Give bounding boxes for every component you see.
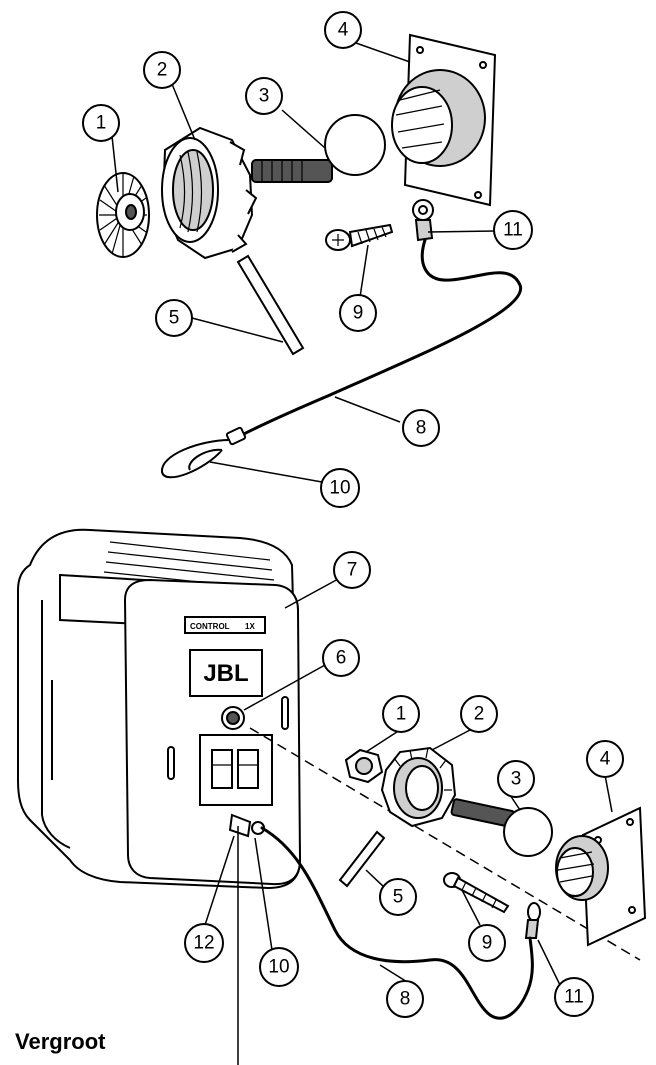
wall-plate-part [391,33,497,207]
cabinet-socket-part [221,706,245,730]
svg-text:3: 3 [511,769,522,790]
nut-part-bottom [344,748,384,784]
svg-text:8: 8 [400,989,411,1010]
svg-text:1: 1 [96,113,107,134]
svg-text:7: 7 [347,560,358,581]
callout-top-1: 1 [82,104,120,142]
ball-stud-part [251,114,386,183]
svg-text:11: 11 [564,987,584,1008]
svg-text:10: 10 [268,957,289,978]
callout-bottom-5: 5 [379,878,417,916]
svg-text:9: 9 [353,303,364,324]
svg-text:4: 4 [600,749,611,770]
svg-text:3: 3 [259,86,270,107]
svg-text:9: 9 [482,933,493,954]
callout-bottom-9: 9 [468,924,506,962]
callout-bottom-8: 8 [386,980,424,1018]
svg-text:JBL: JBL [203,660,248,687]
callout-top-2: 2 [143,51,181,89]
bottom-assembled-view: CONTROL 1X JBL [17,528,647,1065]
svg-text:8: 8 [416,418,427,439]
control-panel-label: CONTROL [190,622,230,631]
callout-top-4: 4 [324,11,362,49]
terminal-panel [199,734,273,806]
wall-plate-part-bottom [555,806,647,947]
svg-text:5: 5 [393,887,404,908]
control-panel-model: 1X [245,622,255,631]
alignment-axis [249,727,641,961]
safety-cable-part-bottom [260,826,534,1020]
ring-terminal-part-bottom [524,902,541,939]
callout-top-9: 9 [339,294,377,332]
top-exploded-view: 1 2 3 4 5 8 9 10 [82,11,533,508]
callout-bottom-7: 7 [333,551,371,589]
svg-text:2: 2 [474,704,485,725]
callout-top-5: 5 [155,299,193,337]
callout-bottom-4: 4 [586,740,624,778]
callout-top-8: 8 [402,409,440,447]
washer-nut-part [96,172,150,258]
callout-bottom-1: 1 [382,695,420,733]
svg-text:12: 12 [193,933,214,954]
knurled-ring-part-bottom [380,746,457,828]
callout-bottom-3: 3 [497,760,535,798]
control-label-strip: CONTROL 1X [184,616,266,634]
knurled-ring-part [161,126,258,260]
svg-text:5: 5 [169,308,180,329]
callout-bottom-6: 6 [322,639,360,677]
svg-text:6: 6 [336,648,347,669]
jbl-logo: JBL [189,649,263,697]
callout-bottom-11: 11 [554,977,594,1017]
screw-part-bottom [443,872,510,914]
pin-part-bottom [338,830,386,888]
callout-top-3: 3 [245,77,283,115]
callout-bottom-2: 2 [460,695,498,733]
callout-bottom-10: 10 [259,947,299,987]
callout-top-11: 11 [493,210,533,250]
ring-terminal-part [412,199,434,242]
cable-anchor-part [228,813,265,838]
zoom-label: Vergroot [15,1029,106,1054]
cable-loop-part [161,426,247,479]
safety-cable-part [234,238,522,440]
svg-text:1: 1 [396,704,407,725]
svg-text:11: 11 [503,220,523,241]
svg-text:2: 2 [157,60,168,81]
ball-stud-part-bottom [450,798,553,857]
screw-part [325,223,394,251]
callout-bottom-12: 12 [184,923,224,963]
svg-text:10: 10 [329,478,350,499]
callout-top-10: 10 [320,468,360,508]
pin-part [236,254,305,356]
svg-text:4: 4 [338,20,349,41]
